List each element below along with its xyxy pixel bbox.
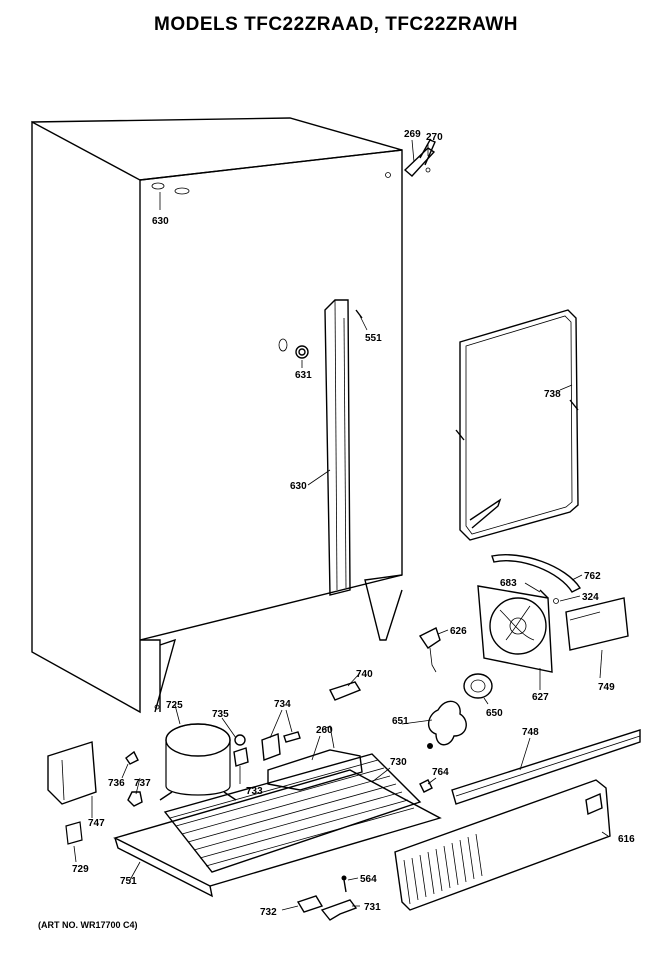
base-pan-part-751[interactable] [113,769,442,898]
grommet-part-737[interactable] [127,791,143,807]
label-627: 627 [532,692,549,703]
label-725: 725 [166,700,183,711]
thermostat-part-626[interactable] [418,627,441,673]
leader-lines [73,139,609,911]
label-616: 616 [618,834,635,845]
fan-motor-part-650[interactable] [463,673,493,699]
label-762: 762 [584,571,601,582]
label-630-top: 630 [152,216,169,227]
relay-part-733[interactable] [233,747,249,767]
cover-part-729[interactable] [65,821,83,845]
label-732: 732 [260,907,277,918]
page-title: MODELS TFC22ZRAAD, TFC22ZRAWH [154,14,518,35]
label-736: 736 [108,778,125,789]
label-630-mullion: 630 [290,481,307,492]
screw-part-683[interactable] [539,589,549,599]
label-730: 730 [390,757,407,768]
label-631: 631 [295,370,312,381]
label-740: 740 [356,669,373,680]
clip-part-736[interactable] [125,750,139,765]
label-747: 747 [88,818,105,829]
compressor-part-725[interactable] [159,723,237,801]
clip-part-731[interactable] [320,899,358,921]
label-764: 764 [432,767,449,778]
label-738: 738 [544,389,561,400]
clip-part-734[interactable] [261,731,301,761]
panel-part-616[interactable] [394,779,611,911]
bracket-part-747[interactable] [47,741,97,805]
tube-part-762[interactable] [491,554,582,593]
part-labels: 269 270 630 551 631 738 630 762 683 324 … [72,129,635,918]
cover-part-749[interactable] [565,597,629,651]
label-564: 564 [360,874,377,885]
label-651: 651 [392,716,409,727]
mullion-part-630[interactable] [324,299,351,596]
bracket-part-740[interactable] [329,681,362,701]
label-683: 683 [500,578,517,589]
pad-part-732[interactable] [296,895,324,913]
art-number: (ART NO. WR17700 C4) [38,920,138,930]
screw-part-551[interactable] [355,309,363,319]
label-734: 734 [274,699,291,710]
fan-bracket-part-627[interactable] [477,585,553,673]
grille-part-748[interactable] [451,729,641,805]
label-551: 551 [365,333,382,344]
label-729: 729 [72,864,89,875]
label-748: 748 [522,727,539,738]
fan-blade-part-651[interactable] [427,700,467,749]
label-324: 324 [582,592,599,603]
drier-part-260[interactable] [267,725,363,791]
label-270: 270 [426,132,443,143]
label-260: 260 [316,725,333,736]
screw-part-564[interactable] [341,875,347,893]
clip-part-324[interactable] [553,598,559,604]
label-737: 737 [134,778,151,789]
label-749: 749 [598,682,615,693]
label-269: 269 [404,129,421,140]
hinge-part-269-270[interactable] [403,139,436,177]
clip-part-764[interactable] [419,779,433,793]
label-731: 731 [364,902,381,913]
condenser-part-730[interactable] [163,753,422,873]
label-733: 733 [246,786,263,797]
label-626: 626 [450,626,467,637]
label-751: 751 [120,876,137,887]
cabinet [31,117,403,714]
label-735: 735 [212,709,229,720]
grommet-part-735[interactable] [234,734,246,746]
grommet-part-631[interactable] [295,345,309,359]
label-650: 650 [486,708,503,719]
gasket-part-738[interactable] [455,309,579,541]
